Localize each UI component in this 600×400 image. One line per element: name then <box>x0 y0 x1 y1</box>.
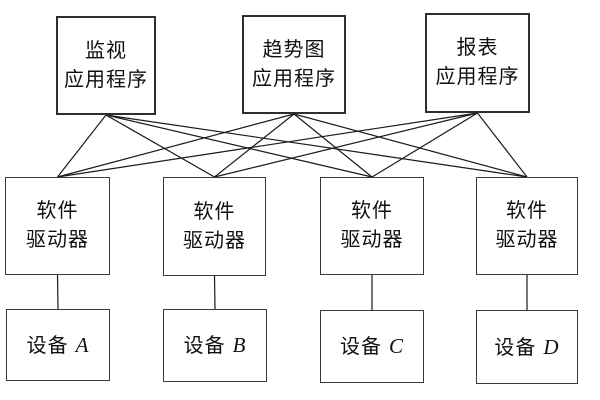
node-software-driver-2: 软件 驱动器 <box>163 177 266 276</box>
device-letter: B <box>232 333 247 357</box>
device-letter: A <box>75 332 90 357</box>
node-label-line1: 软件 <box>193 200 236 223</box>
node-label: 设备 B <box>184 330 247 361</box>
device-prefix: 设备 <box>494 336 537 359</box>
node-software-driver-4: 软件 驱动器 <box>476 177 578 275</box>
node-device-d: 设备 D <box>476 310 578 384</box>
node-trend-chart-application: 趋势图 应用程序 <box>242 15 346 114</box>
node-label-line1: 监视 <box>85 39 127 62</box>
node-label-line2: 应用程序 <box>252 67 336 90</box>
node-software-driver-3: 软件 驱动器 <box>320 177 424 275</box>
device-letter: D <box>543 334 560 359</box>
node-device-b: 设备 B <box>163 309 267 382</box>
node-label-line2: 驱动器 <box>340 229 404 251</box>
node-label-line2: 应用程序 <box>64 68 148 91</box>
device-prefix: 设备 <box>26 334 69 357</box>
node-label: 设备 A <box>27 330 90 361</box>
node-monitor-application: 监视 应用程序 <box>56 16 156 115</box>
node-label-line1: 软件 <box>506 200 548 222</box>
node-label-line2: 驱动器 <box>183 229 246 252</box>
node-device-a: 设备 A <box>6 309 110 381</box>
node-software-driver-1: 软件 驱动器 <box>5 177 110 275</box>
node-label: 设备 D <box>494 332 559 363</box>
node-label-line2: 驱动器 <box>495 229 559 251</box>
device-prefix: 设备 <box>183 335 226 357</box>
node-label-line2: 应用程序 <box>435 66 520 88</box>
device-prefix: 设备 <box>339 336 382 358</box>
node-report-application: 报表 应用程序 <box>425 13 530 113</box>
node-label-line2: 驱动器 <box>26 229 89 251</box>
node-label-line1: 软件 <box>351 200 393 222</box>
node-label-line1: 趋势图 <box>262 38 326 61</box>
device-letter: C <box>388 334 404 358</box>
node-label-line1: 报表 <box>456 37 499 59</box>
node-label-line1: 软件 <box>36 200 79 222</box>
node-device-c: 设备 C <box>320 310 424 383</box>
node-label: 设备 C <box>340 331 404 362</box>
